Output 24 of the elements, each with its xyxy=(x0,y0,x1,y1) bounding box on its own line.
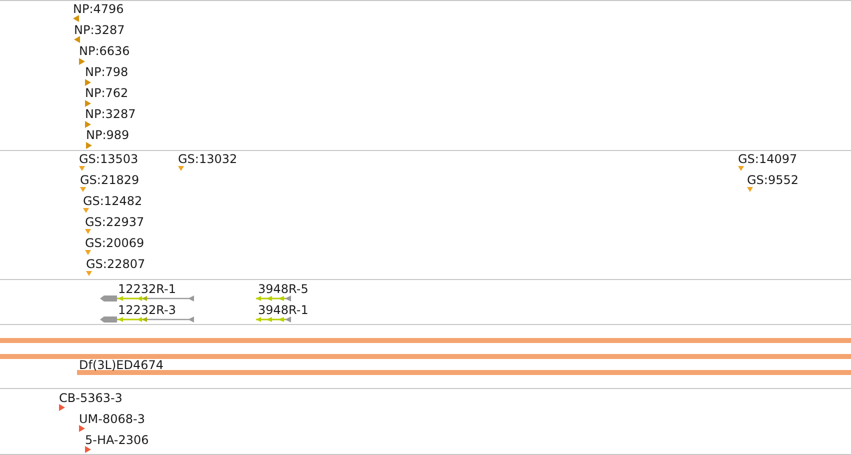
feature-label: 3948R-1 xyxy=(258,303,308,317)
feature-label: 3948R-5 xyxy=(258,282,308,296)
feature-label: UM-8068-3 xyxy=(79,412,145,426)
feature-label: NP:798 xyxy=(85,65,128,79)
feature-label: GS:21829 xyxy=(80,173,140,187)
feature-label: GS:13503 xyxy=(79,152,138,166)
feature-label: NP:6636 xyxy=(79,44,130,58)
feature-label: Df(3L)ED4674 xyxy=(79,358,164,372)
feature-label: GS:12482 xyxy=(83,194,142,208)
feature-label: 12232R-3 xyxy=(118,303,176,317)
feature-label: GS:20069 xyxy=(85,236,144,250)
feature-label: GS:22807 xyxy=(86,257,146,271)
feature-label: NP:3287 xyxy=(74,23,125,37)
feature-label: GS:14097 xyxy=(738,152,798,166)
feature-label: CB-5363-3 xyxy=(59,391,122,405)
feature-label: GS:13032 xyxy=(178,152,238,166)
feature-label: NP:989 xyxy=(86,128,130,142)
feature-label: NP:762 xyxy=(85,86,128,100)
feature-label: 5-HA-2306 xyxy=(85,433,149,447)
feature-label: 12232R-1 xyxy=(118,282,176,296)
feature-label: NP:4796 xyxy=(73,2,124,16)
feature-label: GS:22937 xyxy=(85,215,144,229)
feature-label: GS:9552 xyxy=(747,173,798,187)
feature-label: NP:3287 xyxy=(85,107,136,121)
